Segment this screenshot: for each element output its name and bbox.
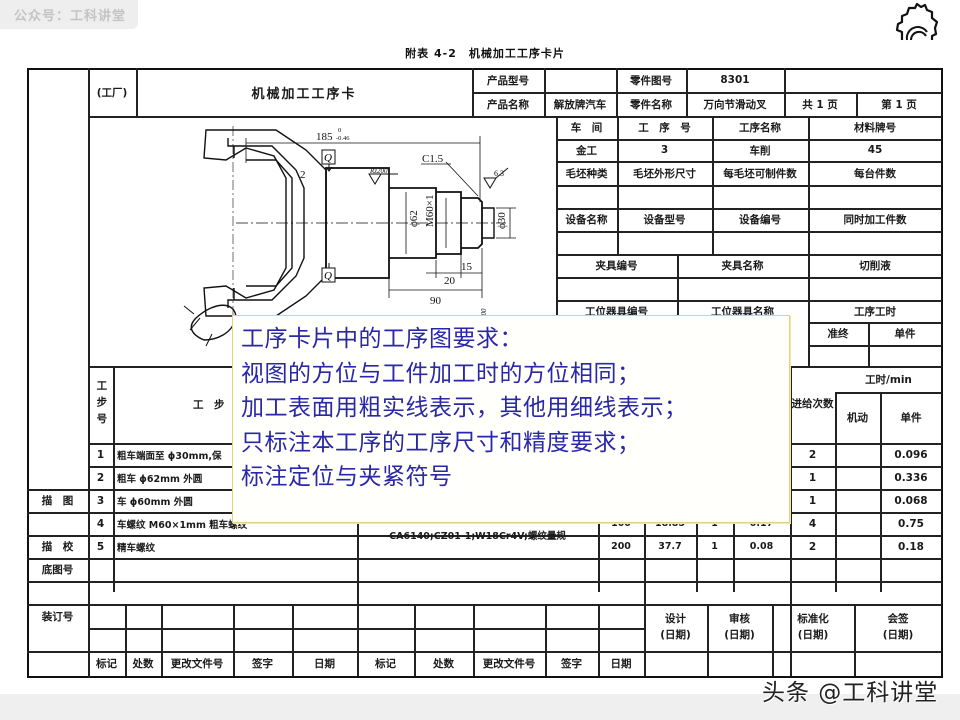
binding-no-label: 装订号 (41, 610, 74, 623)
coolant-label: 切削液 (859, 260, 891, 272)
part-drawing-no-label: 零件图号 (630, 74, 672, 87)
datum-q-bottom: Q (324, 270, 332, 282)
bottom-band (0, 694, 960, 720)
trace-label: 描 图 (41, 495, 74, 507)
note-line-3: 只标注本工序的工序尺寸和精度要求； (241, 429, 641, 456)
equipment-name-label: 设备名称 (565, 214, 608, 226)
step-content-header: 工 步 (193, 399, 225, 411)
equipment-no-label: 设备编号 (739, 214, 781, 226)
table-caption: 附表 4-2 机械加工工序卡片 (405, 47, 565, 60)
process-no-label: 工 序 号 (638, 122, 691, 134)
fixture-no-label: 夹具编号 (595, 260, 638, 272)
material-value: 45 (867, 144, 883, 156)
parts-per-blank-label: 每毛坯可制件数 (723, 167, 797, 180)
dim-overall-length: 185 (316, 131, 333, 143)
svg-text:-0.46: -0.46 (336, 135, 350, 142)
dim-thread: M60×1 (424, 195, 436, 227)
station-tool-name-label: 工位器具名称 (711, 305, 774, 318)
process-drawing-requirements-note: 工序卡片中的工序图要求： 视图的方位与工件加工时的方位相同； 加工表面用粗实线表… (232, 315, 790, 523)
note-line-4: 标注定位与夹紧符号 (241, 464, 453, 490)
product-name-value: 解放牌汽车 (553, 98, 607, 111)
unit-time-header: 单件 (900, 412, 922, 424)
svg-text:2: 2 (300, 169, 306, 181)
svg-text:6.3: 6.3 (494, 169, 504, 178)
product-name-label: 产品名称 (487, 98, 529, 111)
parts-per-unit-label: 每台件数 (854, 167, 896, 180)
review-sign: 审核(日期) (724, 612, 755, 641)
svg-text:Rz200: Rz200 (369, 167, 388, 175)
workshop-label: 车 间 (570, 122, 603, 134)
base-drawing-no-label: 底图号 (41, 564, 74, 576)
process-name-value: 车削 (749, 144, 771, 157)
equipment-model-label: 设备型号 (643, 214, 686, 226)
dim-len-20: 20 (444, 275, 456, 287)
per-piece-label: 单件 (894, 328, 916, 340)
datum-q-top: Q (324, 152, 332, 164)
part-name-value: 万向节滑动叉 (703, 98, 767, 111)
dim-len-15: 15 (461, 261, 473, 273)
page-number: 第 1 页 (881, 98, 917, 111)
workshop-value: 金工 (576, 144, 597, 157)
dim-dia-30: ϕ30 (496, 212, 508, 229)
machine-time-header: 机动 (847, 412, 868, 424)
svg-text:0: 0 (338, 127, 341, 134)
part-name-label: 零件名称 (630, 98, 672, 111)
process-no-value: 3 (660, 144, 669, 156)
blank-size-label: 毛坯外形尺寸 (633, 167, 696, 180)
product-model-value (544, 68, 616, 92)
standardize-sign: 标准化(日期) (797, 612, 829, 641)
equipment-text: CA6140;CZ01-1;W18Cr4V;螺纹量规 (389, 530, 566, 542)
process-drawing: 185 0 -0.46 C1.5 Rz200 6.3 2 ϕ62 M60×1 ϕ… (183, 126, 516, 347)
note-line-1: 视图的方位与工件加工时的方位相同； (241, 360, 641, 387)
part-drawing-no-value: 8301 (720, 74, 750, 86)
process-time-label: 工序工时 (854, 305, 896, 318)
material-label: 材料牌号 (854, 122, 896, 134)
countersign: 会签(日期) (882, 612, 914, 641)
process-name-label: 工序名称 (739, 122, 781, 134)
watermark-bottom-right: 头条 @工科讲堂 (762, 680, 939, 706)
step-no-header: 工步号 (95, 379, 108, 430)
station-tool-no-label: 工位器具编号 (585, 305, 648, 318)
dim-chamfer: C1.5 (422, 153, 444, 165)
product-model-label: 产品型号 (487, 74, 529, 87)
factory-label: (工厂) (96, 86, 128, 99)
gear-icon (895, 2, 939, 41)
blank-type-label: 毛坯种类 (565, 167, 608, 180)
note-title: 工序卡片中的工序图要求： (241, 326, 523, 352)
design-sign: 设计(日期) (660, 612, 691, 641)
prep-end-label: 准终 (827, 328, 849, 340)
total-pages: 共 1 页 (802, 98, 838, 111)
dim-dia-62: ϕ62 (408, 210, 420, 227)
trace-check-label: 描 校 (41, 541, 74, 553)
card-title: 机械加工工序卡 (251, 86, 357, 102)
fixture-name-label: 夹具名称 (721, 260, 764, 272)
feed-count-header: 进给次数 (791, 397, 834, 410)
note-line-2: 加工表面用粗实线表示，其他用细线表示； (241, 395, 688, 421)
dim-len-90: 90 (430, 295, 442, 307)
watermark-top-left: 公众号：工科讲堂 (0, 0, 138, 29)
simultaneous-parts-label: 同时加工件数 (843, 214, 907, 226)
time-header: 工时/min (865, 373, 912, 386)
